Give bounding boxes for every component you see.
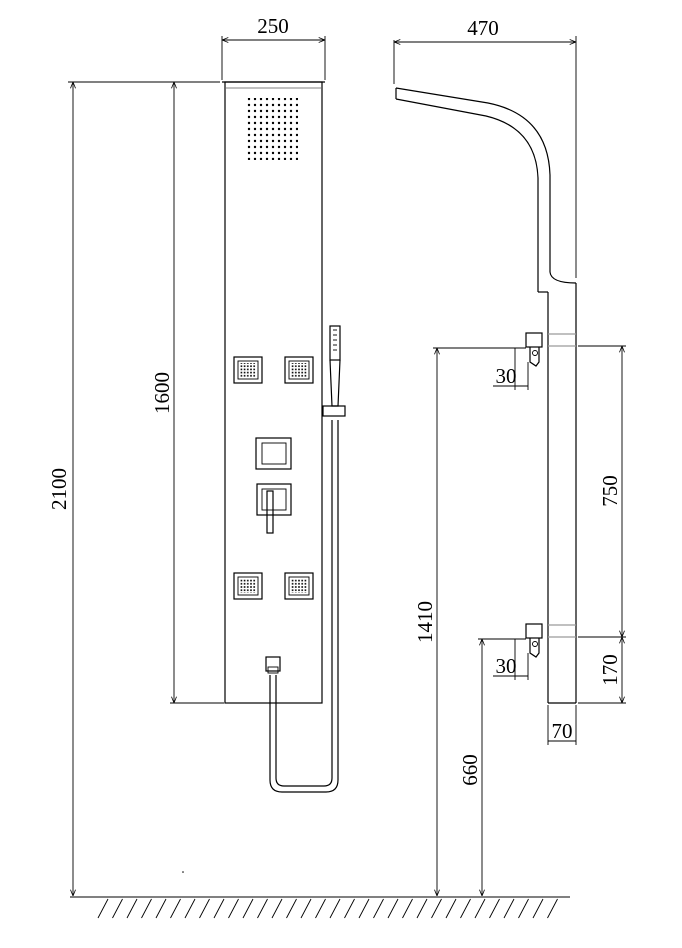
floor-hatch-stroke bbox=[257, 898, 268, 919]
control-display bbox=[255, 437, 292, 470]
body-jet-upper-left bbox=[233, 356, 263, 384]
floor-hatch-stroke bbox=[97, 898, 109, 919]
front-width-label: 250 bbox=[257, 14, 289, 38]
bracket-spacing-label: 750 bbox=[598, 475, 622, 507]
bottom-offset-label: 170 bbox=[598, 654, 622, 686]
lower-wall-bracket bbox=[525, 623, 543, 658]
floor-hatch-stroke bbox=[315, 898, 326, 919]
floor-hatch-stroke bbox=[373, 898, 384, 919]
side-depth-label: 470 bbox=[467, 16, 499, 40]
floor-hatch-stroke bbox=[300, 898, 312, 919]
dim-front-width: 250 bbox=[221, 14, 326, 80]
lower-bracket-size-label: 30 bbox=[496, 654, 517, 678]
floor-hatch-stroke bbox=[431, 898, 442, 919]
body-jet-lower-right bbox=[284, 572, 314, 600]
upper-bracket-size-label: 30 bbox=[496, 364, 517, 388]
floor-hatch-stroke bbox=[126, 898, 138, 919]
front-view: 250 2100 1600 bbox=[47, 14, 346, 896]
hand-shower-holder bbox=[322, 405, 346, 417]
floor-hatch-stroke bbox=[474, 898, 486, 919]
dim-upper-bracket-size: 30 bbox=[493, 348, 529, 390]
rain-shower-head bbox=[246, 98, 298, 160]
floor-hatch-stroke bbox=[199, 898, 210, 919]
floor-hatch-stroke bbox=[402, 898, 413, 919]
floor-hatch-stroke bbox=[329, 898, 341, 919]
floor-hatch-stroke bbox=[141, 898, 152, 919]
floor-hatch-stroke bbox=[503, 898, 515, 919]
lower-bracket-height-label: 660 bbox=[458, 754, 482, 786]
floor-hatch-stroke bbox=[213, 898, 225, 919]
body-jet-upper-right bbox=[284, 356, 314, 384]
floor-hatching bbox=[70, 896, 570, 919]
floor-hatch-stroke bbox=[184, 898, 196, 919]
floor-hatch-stroke bbox=[547, 898, 558, 919]
floor-hatch-stroke bbox=[358, 898, 370, 919]
mixer-valve bbox=[256, 483, 292, 534]
dim-lower-bracket-size: 30 bbox=[493, 639, 529, 680]
dim-panel-height: 1600 bbox=[150, 82, 224, 704]
front-panel-outline bbox=[224, 81, 323, 704]
floor-hatch-stroke bbox=[489, 898, 500, 919]
panel-height-label: 1600 bbox=[150, 372, 174, 414]
floor-hatch-stroke bbox=[228, 898, 239, 919]
floor-hatch-stroke bbox=[344, 898, 355, 919]
upper-bracket-height-label: 1410 bbox=[413, 601, 437, 643]
floor-hatch-stroke bbox=[445, 898, 457, 919]
body-jet-lower-left bbox=[233, 572, 263, 600]
floor-hatch-stroke bbox=[416, 898, 428, 919]
dim-lower-bracket-height: 660 bbox=[458, 638, 526, 896]
floor-hatch-stroke bbox=[387, 898, 399, 919]
floor-hatch-stroke bbox=[112, 898, 123, 919]
dim-side-depth: 470 bbox=[393, 16, 577, 278]
dim-bottom-offset: 170 bbox=[578, 637, 626, 704]
shower-hose bbox=[269, 420, 339, 793]
hose-outlet bbox=[265, 656, 281, 674]
floor-hatch-stroke bbox=[532, 898, 544, 919]
panel-thickness-label: 70 bbox=[552, 719, 573, 743]
floor-hatch-stroke bbox=[518, 898, 529, 919]
dim-bracket-spacing: 750 bbox=[578, 345, 626, 638]
upper-wall-bracket bbox=[525, 332, 543, 367]
floor-hatch-stroke bbox=[170, 898, 181, 919]
side-panel-curved-arm bbox=[395, 87, 577, 284]
floor-hatch-stroke bbox=[286, 898, 297, 919]
dim-total-height: 2100 bbox=[47, 81, 220, 896]
mixer-lever-handle bbox=[266, 490, 274, 534]
dim-panel-thickness: 70 bbox=[547, 705, 577, 745]
total-height-label: 2100 bbox=[47, 468, 71, 510]
side-view: 470 750 170 70 1410 bbox=[393, 16, 626, 896]
floor-hatch-stroke bbox=[155, 898, 167, 919]
floor-hatch-stroke bbox=[460, 898, 471, 919]
hand-shower bbox=[322, 325, 346, 417]
dim-upper-bracket-height: 1410 bbox=[413, 347, 526, 896]
floor-hatch-stroke bbox=[242, 898, 254, 919]
floor-hatch-stroke bbox=[271, 898, 283, 919]
